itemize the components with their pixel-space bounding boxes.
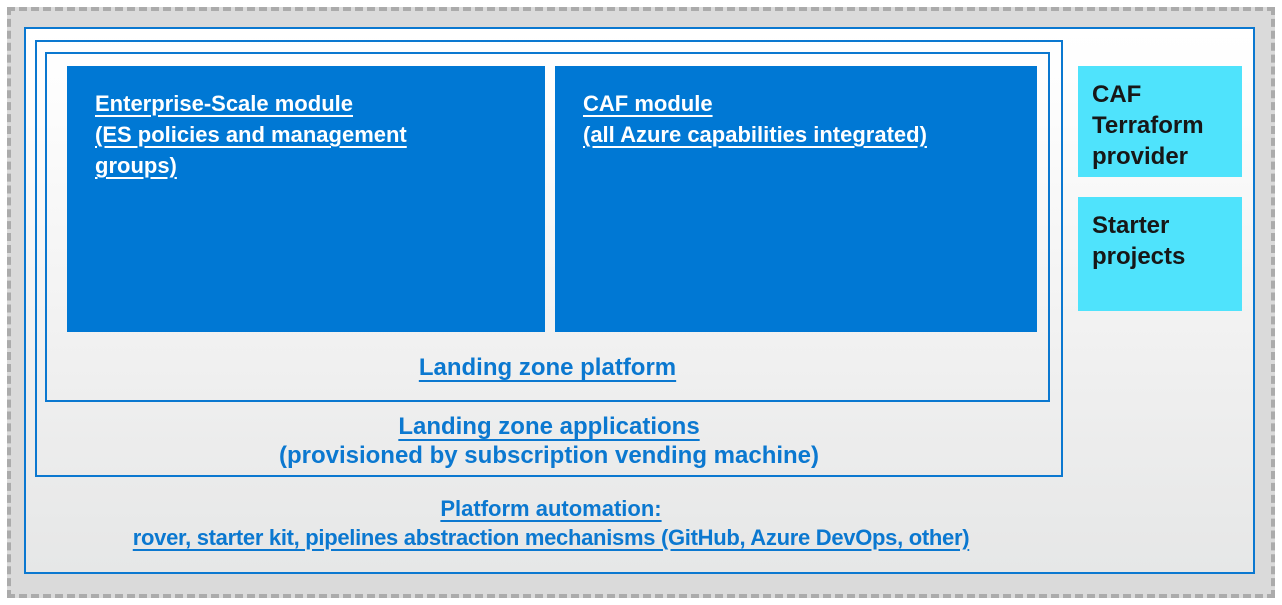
landing-zone-applications-label: Landing zone applications (provisioned b… bbox=[35, 412, 1063, 470]
platform-automation-title: Platform automation: bbox=[440, 496, 662, 521]
platform-automation-detail: rover, starter kit, pipelines abstractio… bbox=[132, 525, 970, 550]
landing-zone-applications-subtitle: (provisioned by subscription vending mac… bbox=[278, 442, 820, 469]
starter-projects-box: Starter projects bbox=[1078, 197, 1242, 311]
enterprise-scale-module-box: Enterprise-Scale module (ES policies and… bbox=[67, 66, 545, 332]
caf-terraform-provider-box: CAF Terraform provider bbox=[1078, 66, 1242, 177]
enterprise-scale-module-title: Enterprise-Scale module bbox=[95, 91, 353, 116]
caf-module-title: CAF module bbox=[583, 91, 713, 116]
landing-zone-platform-box bbox=[45, 52, 1050, 402]
landing-zone-applications-box bbox=[35, 40, 1063, 477]
enterprise-scale-module-subtitle: (ES policies and management groups) bbox=[95, 122, 407, 178]
landing-zone-platform-label: Landing zone platform bbox=[418, 354, 677, 381]
caf-module-box: CAF module (all Azure capabilities integ… bbox=[555, 66, 1037, 332]
platform-automation-label: Platform automation: rover, starter kit,… bbox=[24, 494, 1078, 552]
landing-zone-applications-title: Landing zone applications bbox=[398, 413, 700, 440]
caf-module-subtitle: (all Azure capabilities integrated) bbox=[583, 122, 927, 147]
